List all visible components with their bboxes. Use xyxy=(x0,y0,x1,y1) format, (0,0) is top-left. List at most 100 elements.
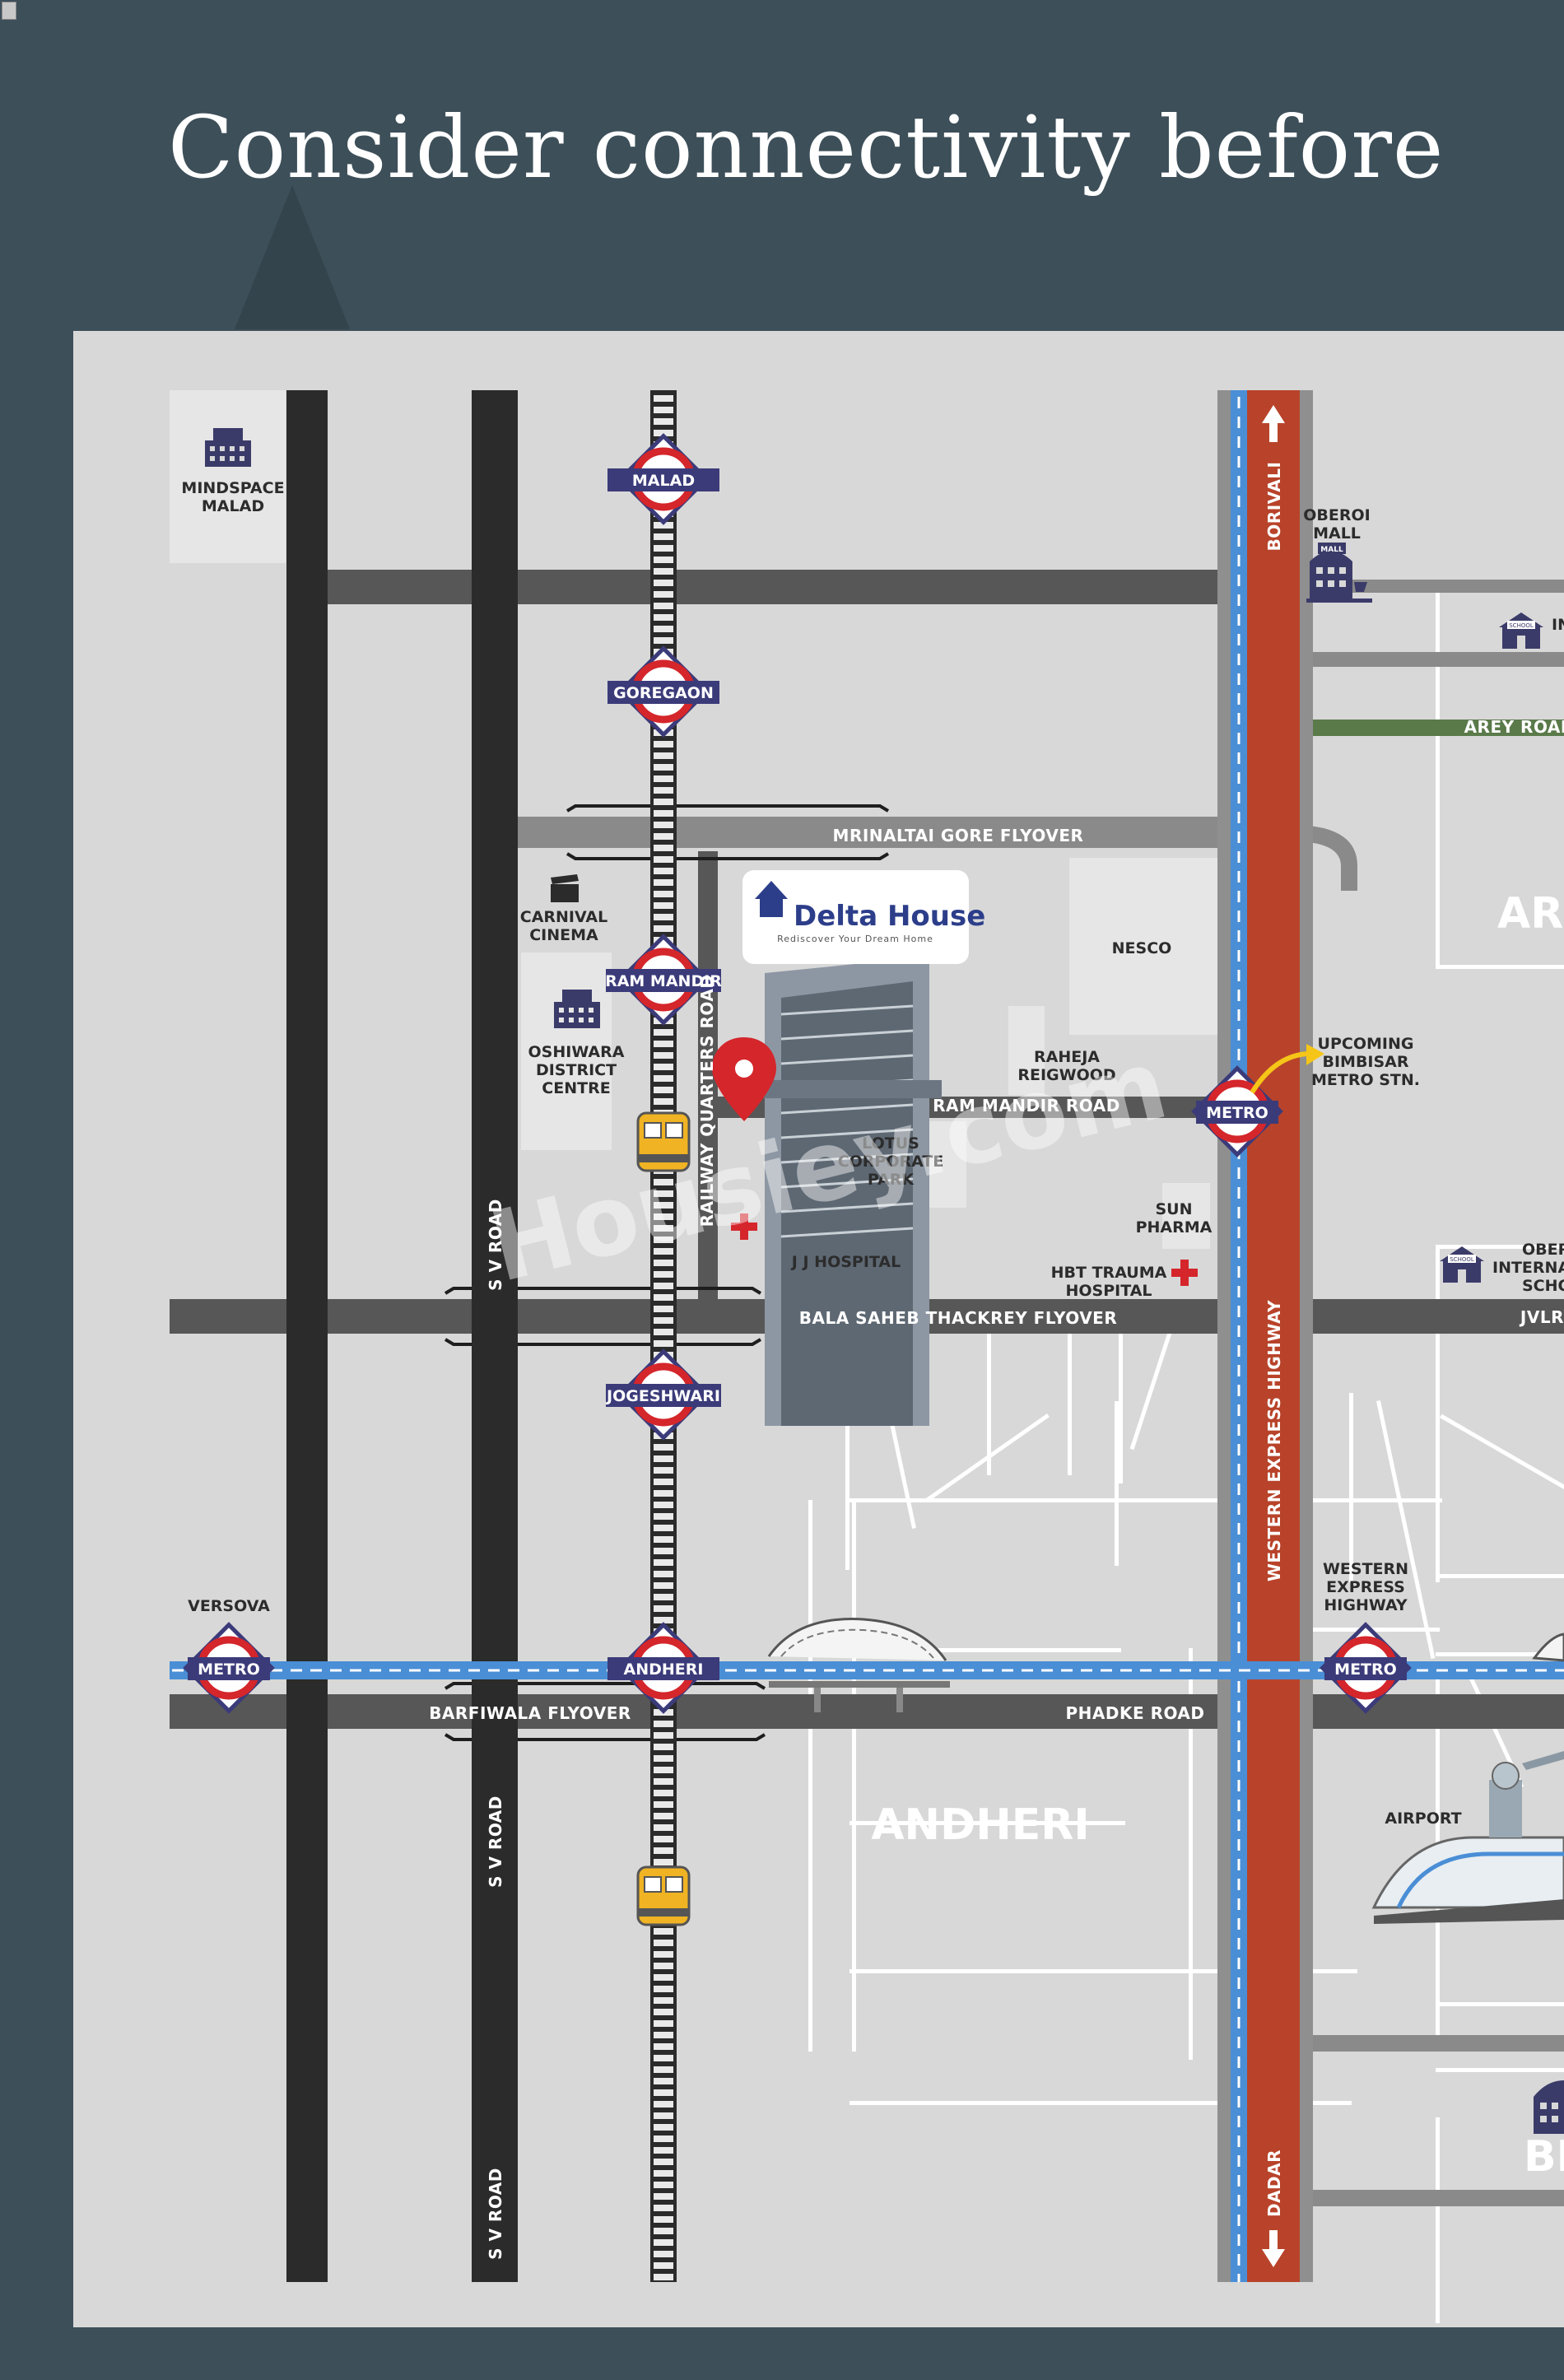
versova-metro-label: METRO xyxy=(198,1660,260,1679)
flyover-marks xyxy=(444,804,890,1741)
local-train-icon-lower xyxy=(636,1865,691,1926)
ram-mandir-label: RAM MANDIR xyxy=(605,972,722,990)
hbt-label-1: HBT TRAUMA xyxy=(1051,1264,1167,1282)
upcoming-label-1: UPCOMING xyxy=(1318,1035,1414,1053)
weh-service-road-right xyxy=(1300,390,1313,2282)
jogeshwari-label: JOGESHWARI xyxy=(605,1387,720,1405)
raheja-label-1: RAHEJA xyxy=(1034,1048,1100,1066)
railway-quarters-label: RAILWAY QUARTERS ROAD xyxy=(697,975,717,1227)
arrow-up-icon xyxy=(1262,405,1285,442)
oshiwara-label-2: DISTRICT xyxy=(536,1061,617,1079)
link-road-vertical xyxy=(286,390,328,2282)
east-road-lower xyxy=(1300,2035,1564,2052)
jj-hospital-label: J J HOSPITAL xyxy=(790,1253,901,1271)
school-icon-oberoi: SCHOOL xyxy=(1440,1246,1484,1283)
weh-metro-label-3: HIGHWAY xyxy=(1324,1596,1407,1614)
sun-pharma-label-2: PHARMA xyxy=(1136,1218,1213,1237)
corner-widget xyxy=(2,2,16,20)
phadke-label: PHADKE ROAD xyxy=(1065,1703,1204,1723)
oberoi-school-label-1: OBER xyxy=(1522,1241,1564,1259)
lotus-label-2: CORPORATE xyxy=(838,1153,944,1171)
western-express-highway xyxy=(1247,390,1300,2282)
cinema-clapper-icon xyxy=(551,874,579,902)
weh-metro-label-2: EXPRESS xyxy=(1326,1578,1405,1596)
arrow-down-icon xyxy=(1262,2230,1285,2267)
raheja-label-2: REIGWOOD xyxy=(1017,1066,1115,1084)
bala-saheb-label: BALA SAHEB THACKREY FLYOVER xyxy=(799,1308,1118,1328)
weh-metro-label-1: WESTERN xyxy=(1323,1560,1408,1578)
dadar-label: DADAR xyxy=(1264,2149,1284,2217)
metro-train-icon-east xyxy=(1532,1632,1564,1662)
arey-road-label: AREY ROAD xyxy=(1464,717,1564,737)
mall-sign: MALL xyxy=(1320,546,1343,554)
bottom-area-label-partial: BI xyxy=(1524,2132,1564,2182)
goregaon-label: GOREGAON xyxy=(613,684,714,702)
building-icon-bottom xyxy=(1534,2080,1564,2134)
weh-service-road-left xyxy=(1217,390,1231,2282)
barfiwala-label: BARFIWALA FLYOVER xyxy=(429,1703,631,1723)
arey-road xyxy=(1300,720,1564,736)
carnival-label-1: CARNIVAL xyxy=(520,908,607,926)
page-title: Consider connectivity before xyxy=(168,97,1445,198)
bimbisar-metro-label: METRO xyxy=(1206,1104,1268,1122)
upcoming-label-2: BIMBISAR xyxy=(1322,1053,1408,1071)
oshiwara-label-3: CENTRE xyxy=(542,1079,610,1097)
place-labels: MINDSPACE MALAD CARNIVAL CINEMA OSHIWARA… xyxy=(181,479,1564,1828)
school-label-partial: IN xyxy=(1552,616,1564,634)
oberoi-mall-label-1: OBEROI xyxy=(1303,506,1370,524)
location-map: MALAD GOREGAON RAM MANDIR JOGESHWARI AND… xyxy=(73,331,1564,2327)
weh-label: WESTERN EXPRESS HIGHWAY xyxy=(1264,1300,1284,1581)
jvlr-label: JVLR xyxy=(1519,1307,1564,1327)
location-pin-icon xyxy=(712,1037,776,1121)
sv-road-label-middle: S V ROAD xyxy=(486,1795,505,1888)
oshiwara-building-icon xyxy=(554,990,600,1028)
oberoi-mall-icon: MALL xyxy=(1306,543,1372,603)
borivali-label: BORIVALI xyxy=(1264,462,1284,552)
oshiwara-label-1: OSHIWARA xyxy=(528,1043,625,1061)
phadke-road xyxy=(170,1694,1564,1729)
logo-tagline: Rediscover Your Dream Home xyxy=(777,934,933,944)
delta-house-building-icon xyxy=(752,957,942,1426)
logo-name: Delta House xyxy=(794,900,985,933)
sun-pharma-label-1: SUN xyxy=(1155,1200,1192,1218)
mindspace-label-2: MALAD xyxy=(202,497,264,515)
lotus-label-3: PARK xyxy=(868,1171,915,1189)
oshiwara-block xyxy=(521,952,612,1150)
school-icon-top: SCHOOL xyxy=(1499,612,1543,649)
station-labels: MALAD GOREGAON RAM MANDIR JOGESHWARI AND… xyxy=(188,468,1407,1680)
andheri-area-label: ANDHERI xyxy=(871,1800,1089,1850)
delta-house-logo: Delta House Rediscover Your Dream Home xyxy=(742,870,985,964)
oberoi-mall-label-2: MALL xyxy=(1313,524,1361,543)
school-road xyxy=(1300,652,1564,667)
jvlr-road xyxy=(1300,1299,1564,1334)
school-sign-top: SCHOOL xyxy=(1509,622,1534,629)
airport-terminal-icon xyxy=(1371,1751,1564,1924)
sv-road xyxy=(472,390,518,2282)
local-train-icon xyxy=(636,1111,691,1172)
ram-mandir-road-label: RAM MANDIR ROAD xyxy=(933,1096,1120,1115)
decorative-triangle xyxy=(235,185,350,329)
bala-saheb-flyover xyxy=(170,1299,1308,1334)
carnival-label-2: CINEMA xyxy=(529,926,598,944)
raheja-block xyxy=(1008,1006,1045,1095)
aarey-area-label-partial: ARI xyxy=(1497,889,1564,938)
oberoi-school-label-3: SCHO xyxy=(1522,1277,1564,1295)
sun-pharma-block xyxy=(1162,1183,1210,1249)
railway-quarters-road xyxy=(698,851,718,1308)
school-sign-oberoi: SCHOOL xyxy=(1450,1256,1474,1263)
jj-hospital-cross-icon xyxy=(731,1213,757,1240)
mindspace-block xyxy=(170,390,286,563)
hbt-hospital-cross-icon xyxy=(1171,1260,1198,1286)
nesco-block xyxy=(1069,858,1219,1035)
mrinaltai-gore-flyover xyxy=(518,817,1308,848)
malad-label: MALAD xyxy=(632,472,695,490)
mrinaltai-label: MRINALTAI GORE FLYOVER xyxy=(833,826,1084,845)
versova-label: VERSOVA xyxy=(188,1597,270,1615)
lotus-label-1: LOTUS xyxy=(862,1134,919,1153)
oberoi-school-label-2: INTERNAT xyxy=(1492,1259,1564,1277)
east-road-bottom xyxy=(1300,2190,1564,2206)
sv-road-label-top: S V ROAD xyxy=(486,1199,505,1291)
hbt-label-2: HOSPITAL xyxy=(1065,1282,1152,1300)
nesco-label: NESCO xyxy=(1112,939,1172,957)
andheri-label: ANDHERI xyxy=(624,1660,704,1679)
